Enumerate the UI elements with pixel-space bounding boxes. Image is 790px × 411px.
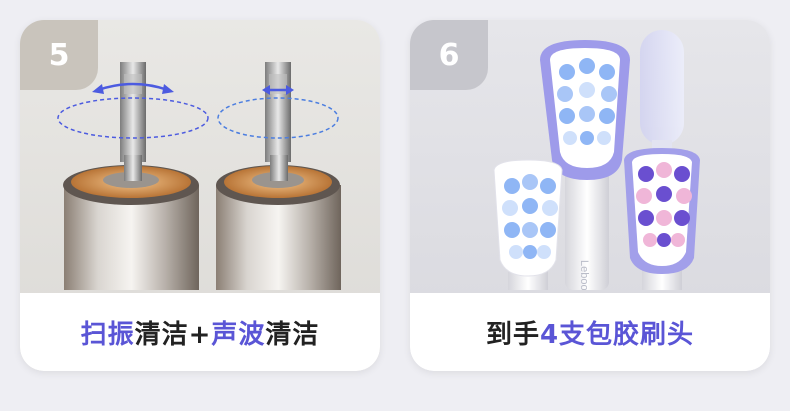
- card-caption: 到手 4支 包胶刷头: [410, 293, 770, 371]
- brush-head-right: [624, 148, 700, 290]
- brush-head-center: Lebooo: [540, 40, 630, 290]
- motor-left: [57, 62, 209, 290]
- caption-highlight-1: 4支: [539, 319, 587, 350]
- caption-highlight-2: 声波: [211, 319, 266, 350]
- caption-text-2: 清洁: [265, 319, 320, 350]
- sonic-arrow-icon: [262, 85, 294, 95]
- card-number-badge: 5: [20, 20, 98, 90]
- feature-card-5: 5: [20, 20, 380, 371]
- brush-head-left: [493, 159, 563, 290]
- brand-text: Lebooo: [578, 260, 590, 290]
- rotate-arrow-icon: [92, 82, 174, 94]
- feature-card-6: 6: [410, 20, 770, 371]
- caption-text-1: 到手: [485, 319, 540, 350]
- motor-illustration: [57, 62, 341, 290]
- card-number-badge: 6: [410, 20, 488, 90]
- caption-highlight-2: 包胶刷头: [586, 319, 695, 350]
- caption-highlight-1: 扫振: [80, 319, 135, 350]
- motor-right: [216, 62, 341, 290]
- card-caption: 扫振 清洁+ 声波 清洁: [20, 293, 380, 371]
- caption-text-1: 清洁+: [134, 319, 212, 350]
- brush-heads-illustration: Lebooo: [493, 30, 700, 290]
